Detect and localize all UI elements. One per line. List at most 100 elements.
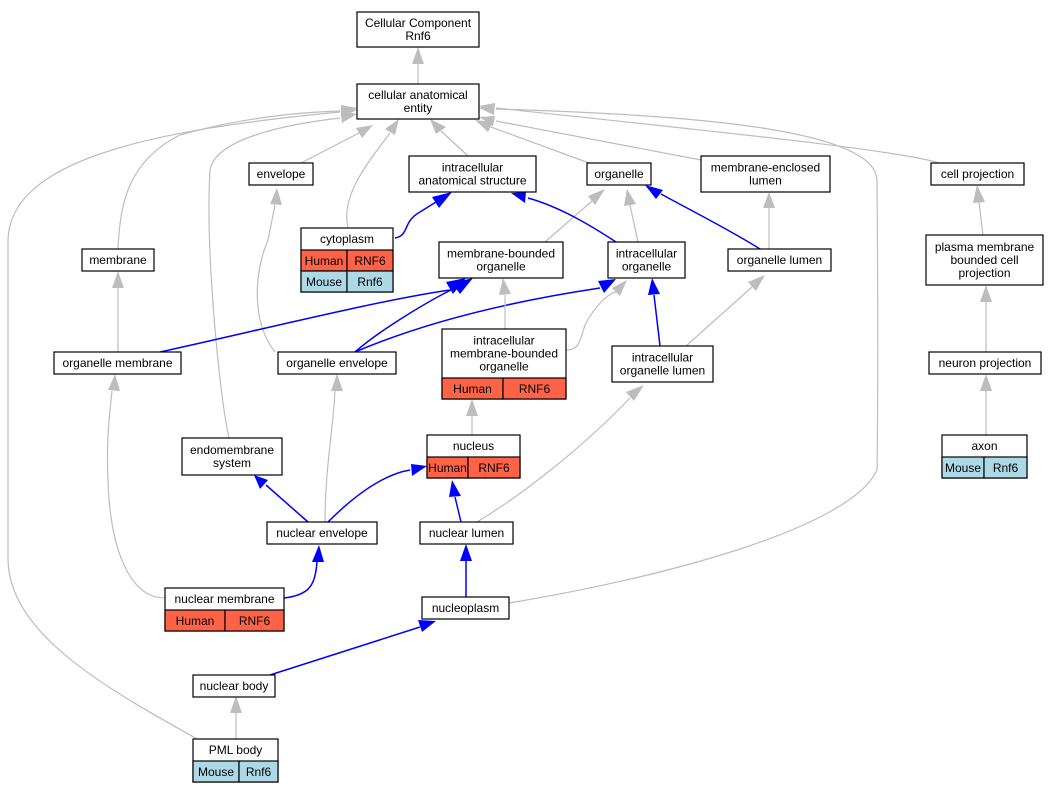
is-a-edge: [479, 103, 940, 164]
node-box: [607, 241, 686, 279]
part-of-edge-arrowhead: [452, 278, 473, 294]
node-membrane[interactable]: membrane: [81, 248, 155, 272]
node-label-line: anatomical structure: [418, 174, 526, 188]
species-label: Human: [176, 614, 215, 628]
is-a-edge-line: [629, 204, 639, 243]
part-of-edge-line: [454, 496, 462, 523]
gene-label: Rnf6: [993, 461, 1019, 475]
is-a-edge-line: [256, 204, 276, 353]
is-a-edge-arrowhead: [331, 374, 343, 391]
node-nbody[interactable]: nuclear body: [192, 674, 276, 698]
node-omem[interactable]: organelle membrane: [53, 351, 182, 375]
node-cellproj[interactable]: cell projection: [930, 162, 1025, 186]
part-of-edge-arrowhead: [418, 620, 436, 632]
node-box: [930, 162, 1025, 186]
gene-cell: [983, 456, 1028, 479]
gene-cell: [224, 609, 285, 632]
node-label-line: plasma membrane: [935, 240, 1035, 254]
node-label-line: organelle lumen: [737, 253, 822, 267]
node-nlumen[interactable]: nuclear lumen: [419, 521, 514, 545]
node-label-line: Rnf6: [405, 29, 431, 43]
part-of-edge-arrowhead: [312, 545, 324, 562]
is-a-edge-arrowhead: [980, 285, 992, 302]
is-a-edge-line: [440, 130, 469, 157]
is-a-edge-arrowhead: [763, 192, 775, 208]
is-a-edge: [112, 271, 124, 352]
is-a-edge-line: [106, 390, 166, 599]
node-box: [81, 248, 155, 272]
part-of-edge-arrowhead: [432, 192, 452, 208]
is-a-edge: [763, 192, 775, 249]
node-nenv[interactable]: nuclear envelope: [266, 521, 378, 545]
part-of-edge-line: [269, 626, 421, 676]
is-a-edge-arrowhead: [270, 188, 282, 205]
is-a-edge-arrowhead: [341, 105, 357, 117]
is-a-edge: [479, 103, 879, 604]
is-a-edge: [324, 374, 343, 523]
node-nplasm[interactable]: nucleoplasm: [421, 596, 510, 620]
is-a-edge-line: [346, 132, 391, 229]
node-label-line: organelle: [476, 260, 526, 274]
is-a-edge-arrowhead: [973, 185, 985, 203]
is-a-edge: [430, 119, 469, 157]
part-of-edge-arrowhead: [598, 279, 616, 293]
part-of-edge-line: [283, 561, 318, 599]
gene-cell: [502, 377, 567, 400]
node-envelope[interactable]: envelope: [248, 162, 314, 186]
node-nproj[interactable]: neuron projection: [928, 351, 1042, 375]
part-of-edge-arrowhead: [648, 278, 660, 295]
node-label-line: nuclear body: [200, 679, 269, 693]
gene-cell: [238, 760, 279, 783]
gene-label: Rnf6: [357, 275, 383, 289]
part-of-edge: [394, 192, 452, 239]
node-label-line: cell projection: [941, 167, 1014, 181]
node-label-line: membrane-enclosed: [711, 161, 820, 175]
node-box: [356, 11, 480, 48]
part-of-edge-line: [159, 289, 451, 353]
part-of-edge: [283, 545, 324, 599]
is-a-edge: [565, 280, 627, 351]
node-organelle[interactable]: organelle: [586, 162, 652, 186]
species-label: Human: [428, 461, 467, 475]
node-box: [248, 162, 314, 186]
is-a-edge-line: [117, 110, 341, 250]
node-label-line: organelle envelope: [286, 356, 388, 370]
node-label-line: envelope: [257, 167, 306, 181]
node-olumen[interactable]: organelle lumen: [727, 248, 832, 272]
is-a-edge-arrowhead: [748, 275, 765, 291]
species-label: Human: [453, 382, 492, 396]
is-a-edge-arrowhead: [612, 280, 627, 296]
is-a-edge: [346, 119, 399, 229]
node-box: [266, 521, 378, 545]
is-a-edge: [7, 105, 357, 781]
is-a-edge-line: [490, 126, 590, 164]
node-label-line: bounded cell: [950, 253, 1018, 267]
node-label-line: nucleus: [453, 439, 494, 453]
part-of-edge: [645, 185, 761, 250]
part-of-edge-arrowhead: [449, 480, 461, 497]
is-a-edge-line: [208, 117, 341, 439]
node-oenv[interactable]: organelle envelope: [277, 351, 397, 375]
node-box: [419, 521, 514, 545]
is-a-edge: [624, 189, 639, 243]
node-label-line: intracellular: [442, 161, 503, 175]
is-a-edge-arrowhead: [108, 374, 120, 391]
part-of-edge: [511, 192, 617, 243]
part-of-edge-arrowhead: [645, 185, 663, 199]
is-a-edge: [476, 385, 644, 523]
node-imbo[interactable]: intracellularmembrane-boundedorganelleHu…: [441, 328, 567, 400]
